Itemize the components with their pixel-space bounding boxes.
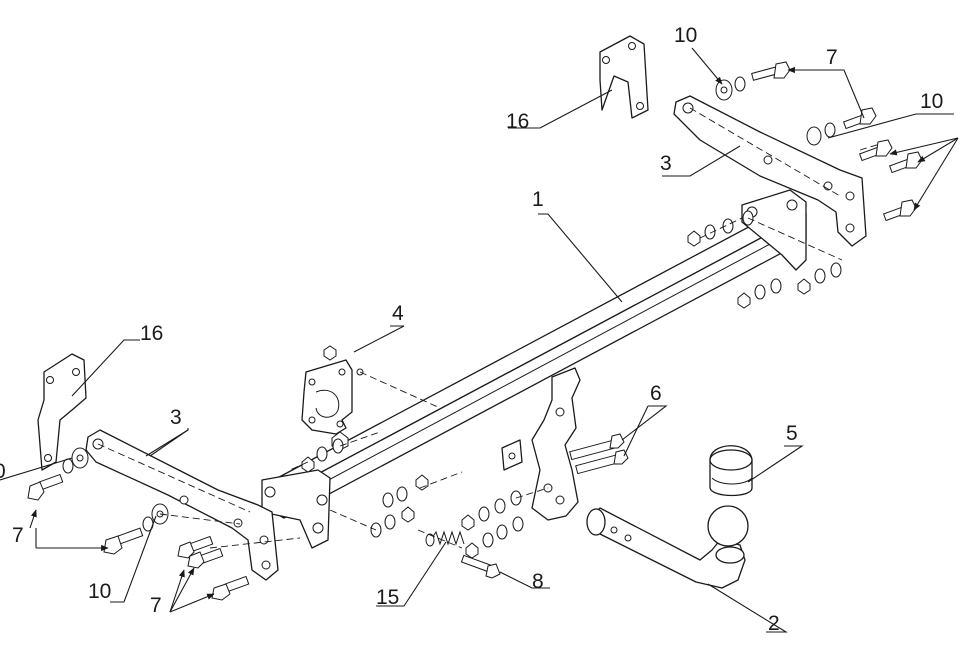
callout-15: 15: [376, 586, 399, 609]
callout-8: 8: [532, 570, 544, 593]
right-crossbar-nuts: [687, 210, 842, 309]
callout-10-edge: 0: [0, 460, 6, 483]
bracket-nuts: [461, 490, 524, 559]
right-spacer-plate: [599, 35, 649, 119]
callout-16-top: 16: [506, 110, 529, 133]
left-side-bracket: [85, 429, 279, 581]
left-spacer-plate: [37, 353, 87, 471]
crossbar-tab: [501, 439, 523, 471]
callout-7-top: 7: [826, 46, 838, 69]
callout-4: 4: [392, 302, 404, 325]
tow-ball-cover: [709, 445, 753, 497]
callout-labels: 1 2 3 3 4 5 6 7 7 7 8 10 10 10 0 15 16 1…: [0, 24, 943, 635]
spring-part: [425, 530, 465, 547]
assembly-lines: [97, 107, 881, 549]
tow-ball-arm: [586, 505, 749, 589]
callout-5: 5: [786, 422, 798, 445]
leader-lines: [0, 47, 959, 633]
callout-7-bottom: 7: [150, 594, 162, 617]
ball-mount-bolts: [569, 433, 629, 475]
socket-plate: [301, 359, 353, 435]
ball-mount-bracket: [531, 367, 581, 521]
right-side-bracket: [673, 95, 867, 247]
left-crossbar-nuts: [301, 438, 429, 538]
callout-3-right: 3: [660, 152, 672, 175]
pin-bolt: [460, 554, 501, 579]
callout-10-left: 10: [88, 580, 111, 603]
left-bracket-upper-bolt: [27, 447, 89, 501]
callout-10-right: 10: [920, 90, 943, 113]
callout-10-top: 10: [674, 24, 697, 47]
callout-1: 1: [532, 188, 544, 211]
callout-7-left: 7: [12, 524, 24, 547]
callout-2: 2: [768, 612, 780, 635]
right-bracket-top-bolt: [715, 61, 791, 101]
callout-16-left: 16: [140, 322, 163, 345]
callout-3-left: 3: [170, 406, 182, 429]
callout-6: 6: [650, 382, 662, 405]
